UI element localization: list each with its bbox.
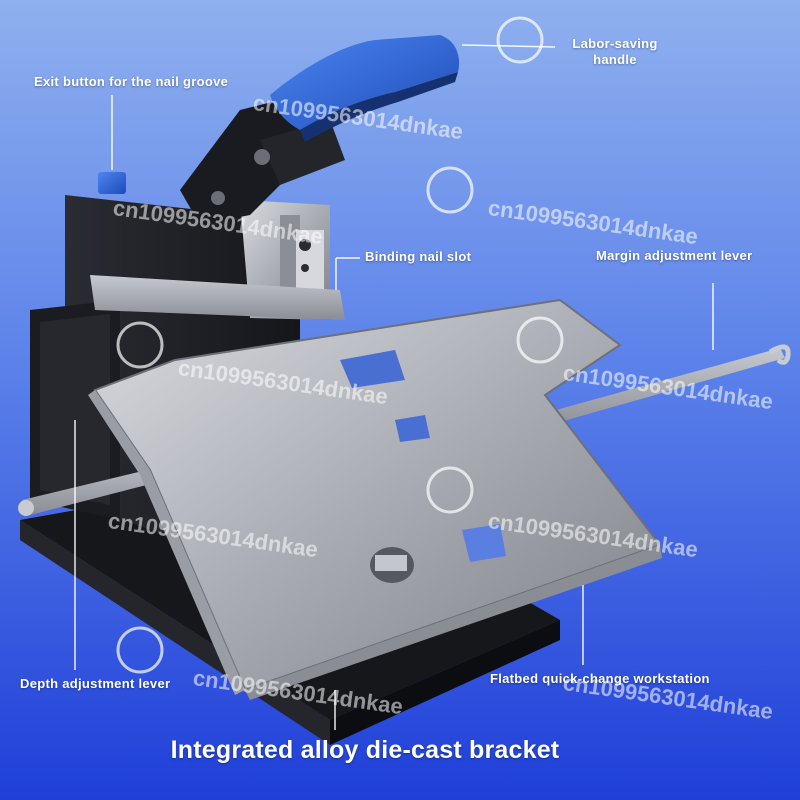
labor-saving-handle — [270, 35, 460, 142]
label-alloy-bracket: Integrated alloy die-cast bracket — [170, 736, 560, 764]
staple-mechanism — [90, 200, 345, 320]
label-binding-nail-slot: Binding nail slot — [365, 249, 472, 264]
label-flatbed-workstation: Flatbed quick-change workstation — [490, 671, 710, 686]
exit-button — [98, 172, 126, 194]
watermark-stamps — [116, 16, 564, 674]
flatbed-workstation — [88, 298, 662, 700]
label-exit-button: Exit button for the nail groove — [34, 74, 229, 89]
label-depth-adjustment-lever: Depth adjustment lever — [20, 676, 171, 691]
label-labor-saving-handle: Labor-saving handle — [572, 36, 658, 67]
label-margin-adjustment-lever: Margin adjustment lever — [596, 248, 753, 263]
stapler-arm — [180, 95, 345, 225]
margin-adjustment-lever — [520, 344, 791, 432]
